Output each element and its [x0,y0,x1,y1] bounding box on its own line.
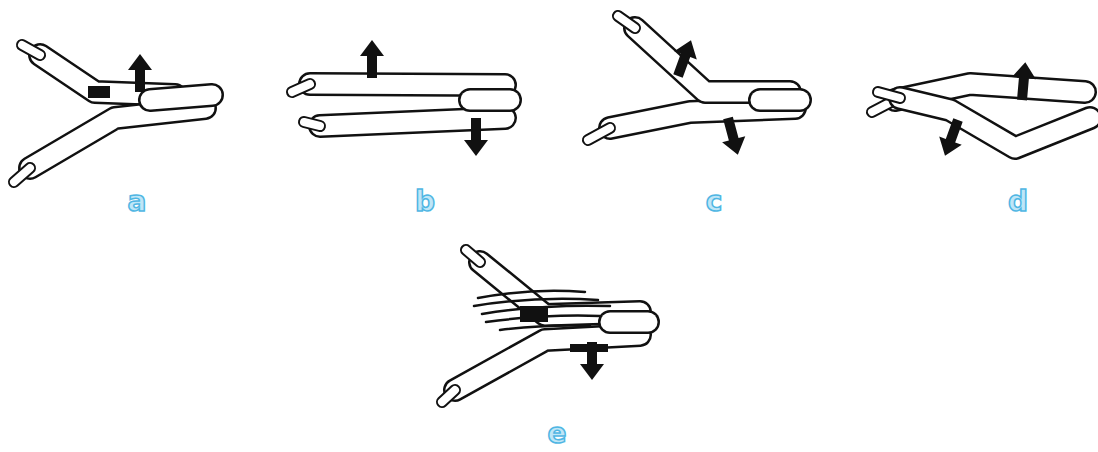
figure-letter: c [706,188,723,216]
figure-letter: d [1008,188,1028,216]
figure-letter: b [415,188,435,216]
figure-letter: a [128,188,147,216]
figure-letter: e [548,420,567,448]
